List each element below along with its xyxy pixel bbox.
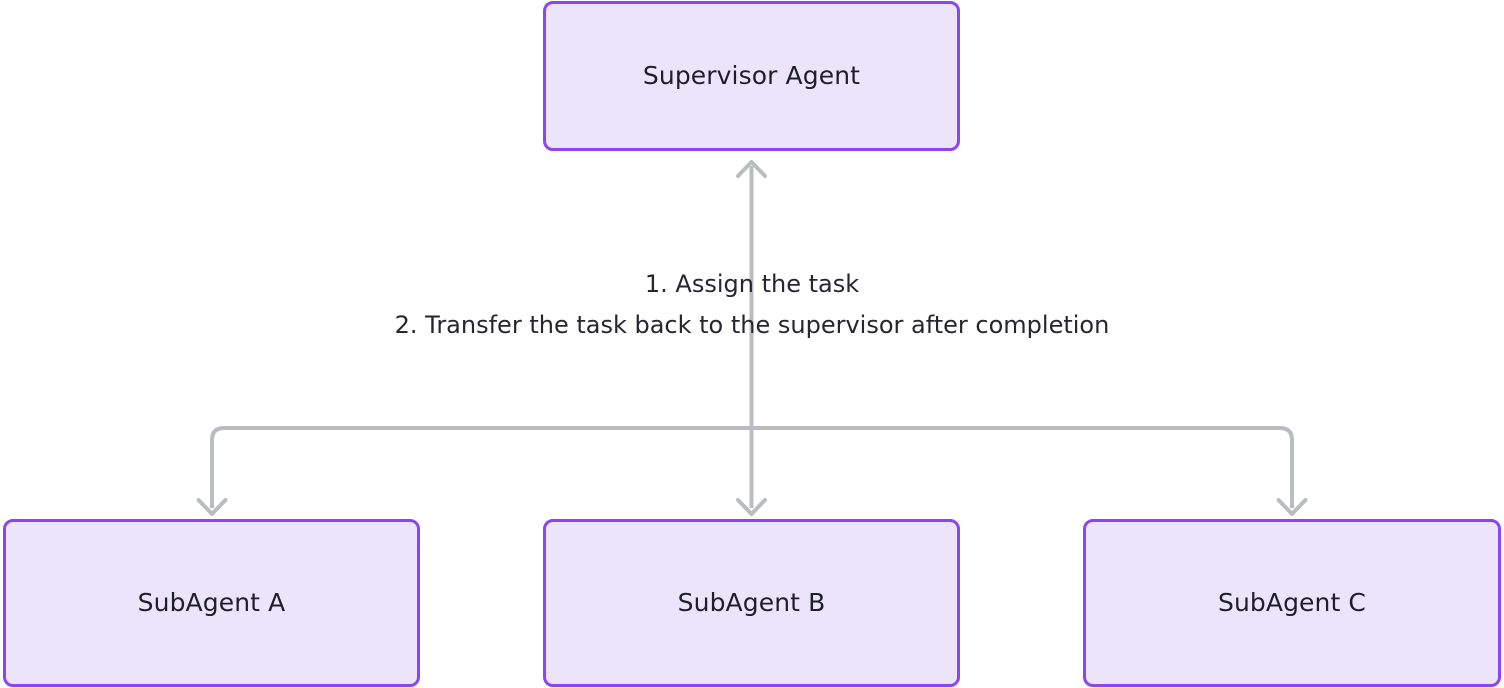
node-label-supervisor-agent: Supervisor Agent bbox=[642, 61, 861, 90]
edge-label-line-2: 2. Transfer the task back to the supervi… bbox=[394, 311, 1110, 339]
arrowhead-up-supervisor bbox=[736, 160, 767, 178]
node-subagent-b[interactable]: SubAgent B bbox=[543, 519, 960, 687]
edge-label-group: 1. Assign the task 2. Transfer the task … bbox=[0, 264, 1504, 346]
edge-branch-left bbox=[210, 426, 752, 508]
arrowhead-down-sub-b bbox=[736, 498, 767, 516]
node-label-subagent-a: SubAgent A bbox=[137, 588, 286, 617]
edge-label-line-1: 1. Assign the task bbox=[644, 270, 860, 298]
arrowhead-down-sub-a bbox=[196, 498, 228, 516]
node-label-subagent-b: SubAgent B bbox=[677, 588, 826, 617]
arrowhead-down-sub-c bbox=[1276, 498, 1308, 516]
edge-branch-right bbox=[751, 426, 1294, 508]
node-label-subagent-c: SubAgent C bbox=[1218, 588, 1366, 617]
node-supervisor-agent[interactable]: Supervisor Agent bbox=[543, 1, 960, 151]
node-subagent-a[interactable]: SubAgent A bbox=[3, 519, 420, 687]
node-subagent-c[interactable]: SubAgent C bbox=[1083, 519, 1501, 687]
